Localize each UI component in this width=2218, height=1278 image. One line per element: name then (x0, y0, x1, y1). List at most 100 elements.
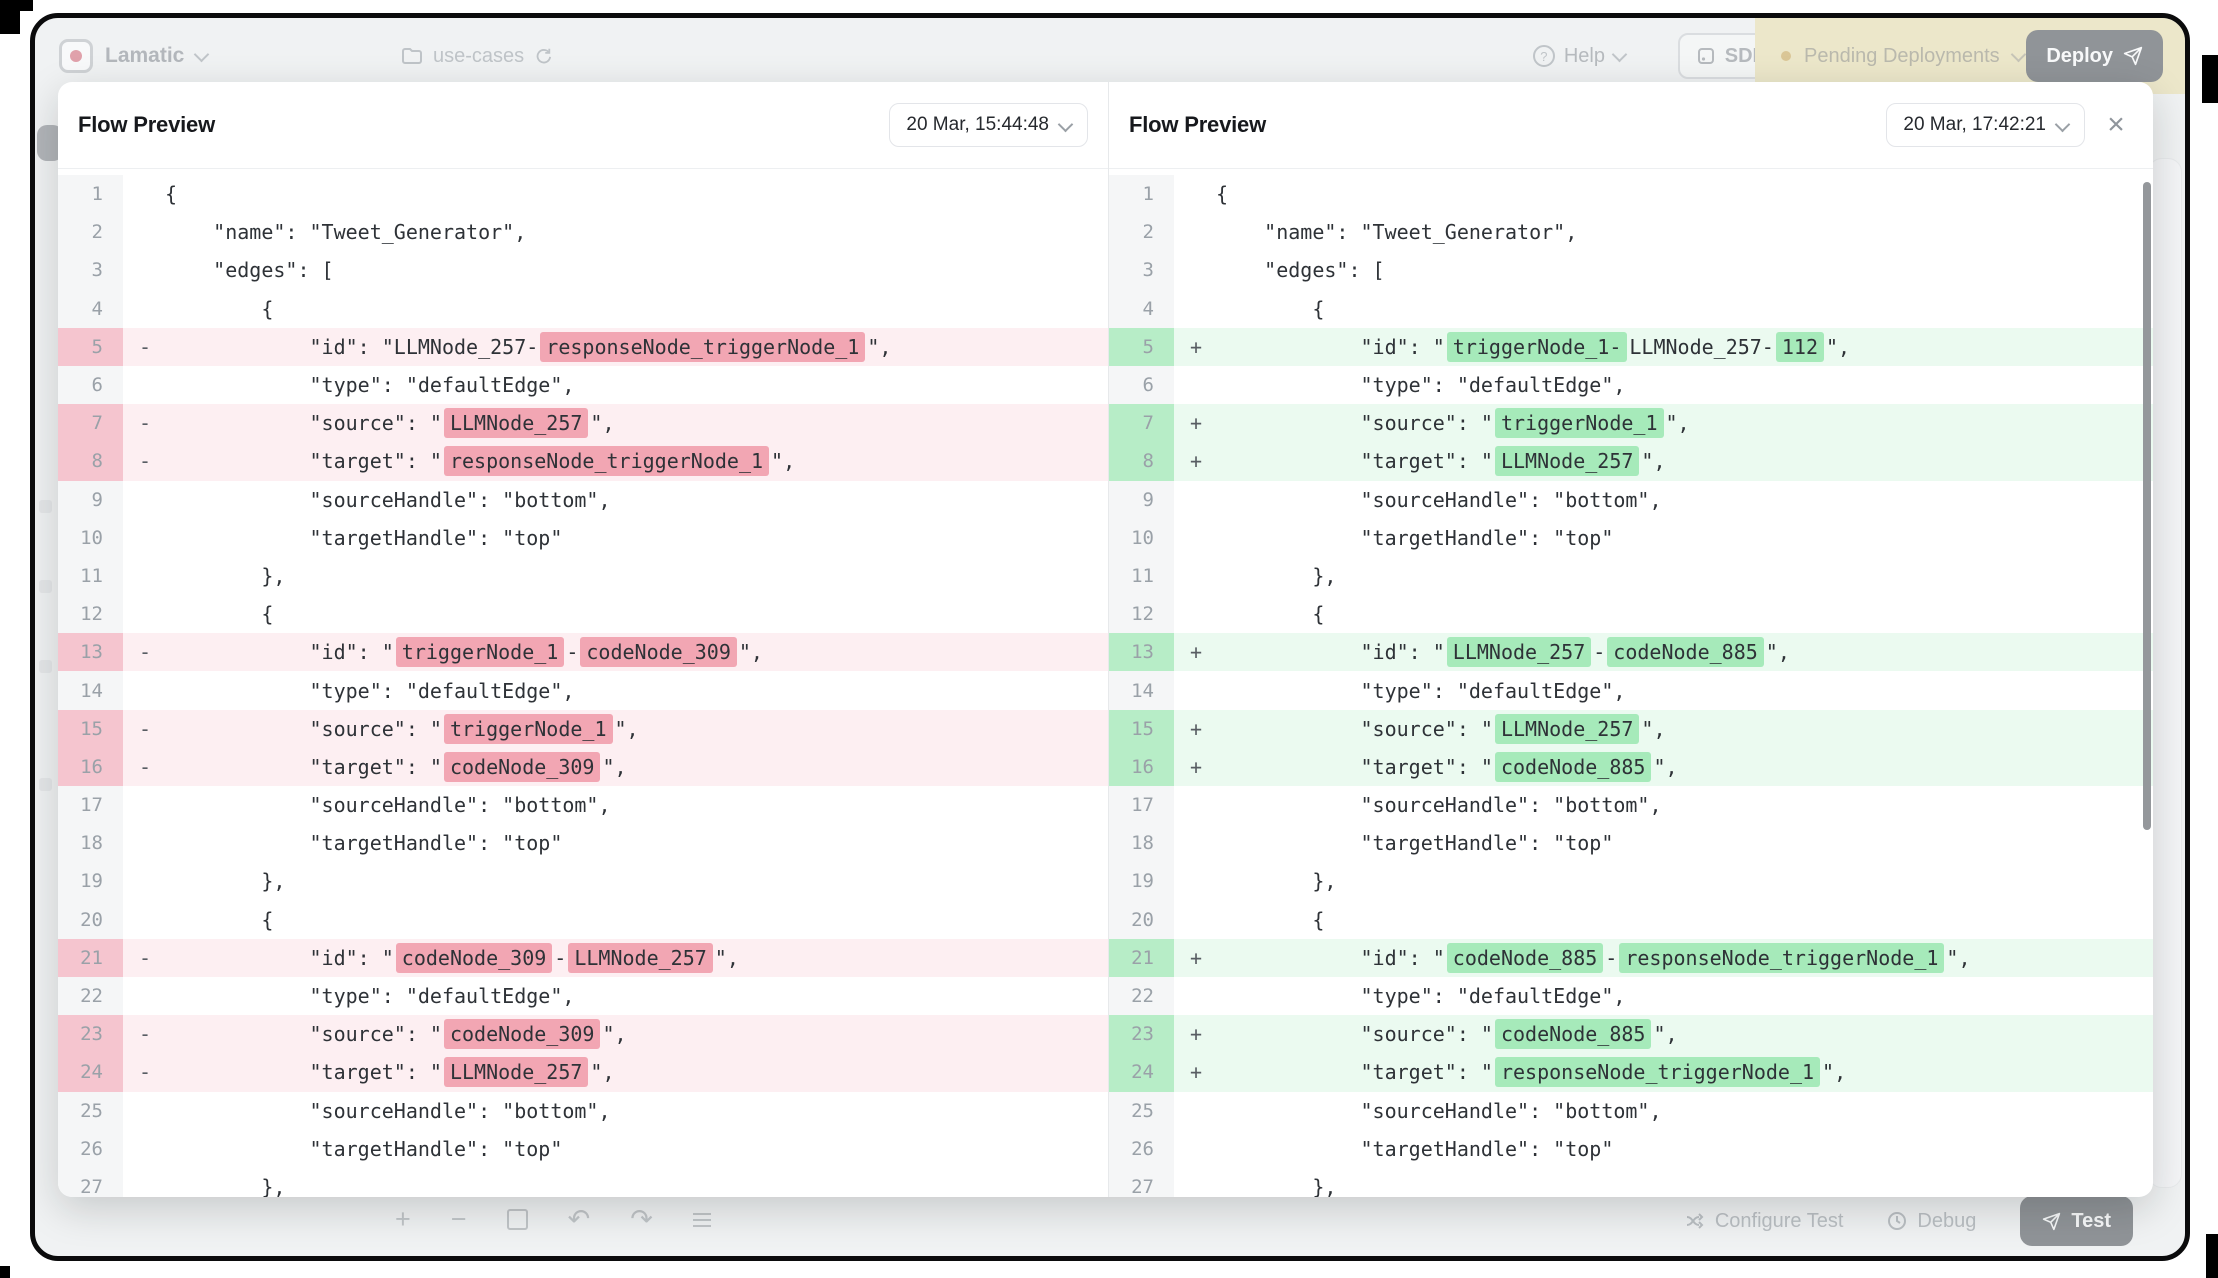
code-diff-old: 1{2 "name": "Tweet_Generator",3 "edges":… (58, 169, 1108, 1197)
diff-sign: + (1190, 1022, 1203, 1047)
diff-token: LLMNode_257 (1494, 713, 1640, 744)
line-number: 8 (1109, 442, 1174, 481)
line-number: 23 (1109, 1015, 1174, 1054)
diff-token: responseNode_triggerNode_1 (1619, 942, 1945, 973)
line-number: 13 (1109, 633, 1174, 672)
panel-divider (1108, 82, 1109, 1197)
diff-token: 112 (1775, 331, 1824, 362)
code-text: { (165, 602, 274, 627)
diff-sign: - (139, 1060, 152, 1085)
scrollbar[interactable] (2143, 182, 2151, 830)
code-text: "edges": [ (165, 258, 334, 283)
diff-token: codeNode_885 (1446, 942, 1604, 973)
diff-token: triggerNode_1- (1446, 331, 1628, 362)
line-number: 6 (1109, 365, 1174, 405)
code-line: 21- "id": "codeNode_309-LLMNode_257", (58, 938, 1108, 977)
code-text: "id": "LLMNode_257-codeNode_885", (1216, 637, 1790, 668)
code-text: { (165, 296, 274, 321)
undo-button[interactable]: ↶ (567, 1204, 591, 1234)
code-line: 10 "targetHandle": "top" (1109, 518, 2153, 557)
line-number: 18 (58, 824, 123, 863)
code-text: "target": "codeNode_885", (1216, 751, 1678, 782)
diff-sign: + (1190, 640, 1203, 665)
code-text: "type": "defaultEdge", (1216, 373, 1626, 398)
configure-test-button[interactable]: Configure Test (1685, 1209, 1844, 1233)
line-number: 11 (1109, 556, 1174, 596)
version-dropdown[interactable]: 20 Mar, 15:44:48 (889, 103, 1088, 147)
sdk-icon (1697, 48, 1714, 64)
crop-mark (2206, 1234, 2218, 1278)
test-button[interactable]: Test (2020, 1196, 2133, 1246)
code-text: "name": "Tweet_Generator", (165, 220, 527, 245)
diff-sign: + (1190, 716, 1203, 741)
configure-test-label: Configure Test (1714, 1209, 1844, 1232)
code-text: "type": "defaultEdge", (1216, 678, 1626, 703)
list-view-button[interactable] (692, 1212, 711, 1215)
flow-preview-panel-new: Flow Preview 20 Mar, 17:42:21 × 1{2 "nam… (1109, 82, 2153, 1197)
code-text: }, (165, 563, 286, 588)
code-line: 18 "targetHandle": "top" (58, 824, 1108, 863)
code-line: 1{ (1109, 175, 2153, 214)
code-line: 2 "name": "Tweet_Generator", (58, 213, 1108, 252)
breadcrumb[interactable]: use-cases (401, 18, 552, 94)
debug-label: Debug (1917, 1209, 1977, 1232)
code-line: 4 { (58, 289, 1108, 328)
diff-token: LLMNode_257 (1446, 637, 1592, 668)
diff-sign: + (1190, 411, 1203, 436)
chevron-down-icon (2054, 116, 2071, 132)
line-number: 5 (58, 327, 123, 366)
code-line: 10 "targetHandle": "top" (58, 518, 1108, 557)
code-line: 15- "source": "triggerNode_1", (58, 709, 1108, 748)
help-menu[interactable]: ? Help (1532, 18, 1628, 94)
code-text: "target": "LLMNode_257", (165, 1057, 615, 1088)
code-text: "edges": [ (1216, 258, 1385, 283)
chevron-down-icon (1611, 46, 1628, 62)
code-line: 27 }, (58, 1167, 1108, 1197)
diff-sign: - (139, 716, 152, 741)
line-number: 26 (58, 1129, 123, 1168)
diff-sign: + (1190, 1060, 1203, 1085)
help-label: Help (1563, 44, 1605, 67)
code-text: "sourceHandle": "bottom", (165, 1098, 611, 1123)
sidebar-icon (39, 660, 52, 673)
code-text: "sourceHandle": "bottom", (1216, 1098, 1662, 1123)
sidebar-icon (39, 500, 52, 513)
version-dropdown[interactable]: 20 Mar, 17:42:21 (1886, 103, 2085, 147)
code-line: 3 "edges": [ (1109, 251, 2153, 290)
diff-token: codeNode_309 (443, 1019, 601, 1050)
workspace-switcher[interactable]: Lamatic (59, 18, 210, 94)
refresh-icon[interactable] (534, 47, 552, 65)
code-text: "id": "triggerNode_1-codeNode_309", (165, 637, 763, 668)
background-side-panel (2148, 158, 2182, 1188)
code-text: "target": "responseNode_triggerNode_1", (1216, 1057, 1846, 1088)
code-text: "target": "LLMNode_257", (1216, 446, 1666, 477)
code-text: "targetHandle": "top" (1216, 1136, 1614, 1161)
line-number: 25 (58, 1091, 123, 1130)
line-number: 18 (1109, 824, 1174, 863)
line-number: 23 (58, 1015, 123, 1054)
code-line: 20 { (1109, 900, 2153, 939)
diff-token: LLMNode_257 (443, 1057, 589, 1088)
code-line: 1{ (58, 175, 1108, 214)
test-actions-bar: Configure Test Debug Test (1685, 1196, 2133, 1246)
deploy-button[interactable]: Deploy (2026, 30, 2163, 82)
test-label: Test (2071, 1209, 2111, 1232)
line-number: 24 (1109, 1053, 1174, 1092)
zoom-in-button[interactable]: + (395, 1204, 411, 1234)
debug-button[interactable]: Debug (1887, 1210, 1976, 1233)
line-number: 19 (58, 862, 123, 901)
diff-token: codeNode_885 (1494, 751, 1652, 782)
code-text: "id": "triggerNode_1-LLMNode_257-112", (1216, 331, 1850, 362)
topbar: Lamatic use-cases ? Help SDK (35, 18, 2185, 94)
fit-view-button[interactable] (506, 1209, 528, 1230)
zoom-out-button[interactable]: − (450, 1204, 467, 1234)
redo-button[interactable]: ↷ (630, 1204, 653, 1234)
code-line: 14 "type": "defaultEdge", (58, 671, 1108, 710)
code-text: }, (1216, 869, 1337, 894)
line-number: 27 (58, 1167, 123, 1197)
close-button[interactable]: × (2099, 108, 2133, 142)
line-number: 1 (58, 175, 123, 214)
diff-token: codeNode_309 (395, 942, 553, 973)
code-line: 13 + "id": "LLMNode_257-codeNode_885", (1109, 633, 2153, 672)
line-number: 11 (58, 556, 123, 596)
